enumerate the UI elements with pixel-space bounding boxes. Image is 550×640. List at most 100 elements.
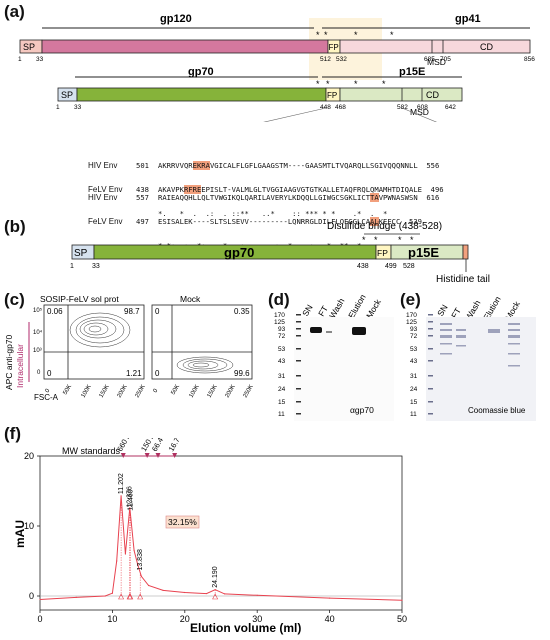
histidine-tail-label: Histidine tail: [436, 274, 490, 285]
d-marker-9: 15: [278, 399, 286, 406]
flow-ylabel-2: Intracellular: [15, 344, 25, 388]
e-marker-7: 31: [410, 373, 418, 380]
flow-p2-xtick-5: 250K: [243, 384, 255, 399]
panel-c-label: (c): [4, 290, 25, 309]
hiv-star-4: *: [390, 30, 394, 40]
flow-p1-xtick-0: 0: [45, 388, 52, 394]
hiv-num-856: 856: [524, 56, 535, 63]
panel-a-label: (a): [4, 2, 25, 21]
mw-standards-label: MW standards: [62, 446, 121, 456]
series-point-10: [140, 575, 142, 577]
hiv-sp-text: SP: [23, 42, 35, 52]
hiv-gp41-domain: [339, 39, 531, 54]
flow-xticks-1: 0 50K 100K 150K 200K 250K: [45, 384, 147, 399]
d-marker-3: 93: [278, 326, 286, 333]
panel-e-gel: SN FT Wash Elution Mock 170 125 93 72 53…: [406, 295, 536, 421]
percent-box: [165, 515, 200, 529]
annotation-marker-0: [118, 593, 125, 600]
annotation-label-3: 13.838: [137, 549, 144, 571]
e-marker-8: 24: [410, 386, 418, 393]
e-marker-1: 170: [406, 312, 417, 319]
flow-plot1-q-bl: 0: [47, 369, 52, 378]
flow-p2-xtick-3: 150K: [207, 384, 219, 399]
panel-a-domains: gp120 gp41 * * * * SP FP CD MSD 1 33 512…: [18, 13, 535, 80]
flow-ytick-3: 10³: [33, 348, 42, 354]
series-point-18: [329, 597, 331, 599]
series-point-12: [162, 589, 164, 591]
panel-c-flow: APC anti-gp70 Intracellular SOSIP-FeLV s…: [4, 294, 255, 402]
e-marker-2: 125: [406, 319, 417, 326]
hiv-star-3: *: [354, 30, 358, 40]
e-lane-ft: FT: [449, 306, 463, 320]
p15e-label-a: p15E: [399, 66, 425, 78]
svg-text:*: *: [354, 79, 358, 89]
felv-sp-text: SP: [61, 90, 73, 100]
hiv-msd-text: MSD: [427, 57, 446, 67]
b-histidine-tail: [462, 244, 469, 260]
felv-fp-text: FP: [327, 91, 337, 100]
series-point-0: [39, 598, 41, 601]
e-caption: Coomassie blue: [468, 406, 526, 415]
xtick-label-0: 0: [37, 614, 42, 624]
flow-p1-xtick-1: 50K: [63, 384, 74, 396]
panel-a-felv-domains: gp70 p15E * * * * SP FP CD MSD 1 33 448 …: [56, 66, 463, 122]
annotation-label-4: 24.190: [212, 566, 219, 588]
d-band-ft: [326, 331, 332, 333]
ytick-label-1: 10: [24, 521, 34, 531]
flow-plot2-contours: [176, 356, 234, 374]
flow-ytick-1: 10⁵: [33, 307, 43, 314]
e-marker-4: 72: [410, 333, 418, 340]
flow-plot1-title: SOSIP-FeLV sol prot: [40, 294, 119, 304]
flow-ylabel: APC anti-gp70: [4, 334, 14, 390]
chart-xlabel: Elution volume (ml): [190, 621, 301, 635]
annotation-label-1: 12.376: [127, 486, 134, 508]
d-band-elution: [352, 327, 366, 335]
xtick-label-1: 10: [107, 614, 117, 624]
e-lane-bands: [440, 323, 520, 367]
b-num-1: 1: [70, 263, 74, 270]
svg-text:*: *: [326, 79, 330, 89]
e-marker-9: 15: [410, 399, 418, 406]
e-marker-10: 11: [410, 411, 417, 418]
felv-p15e-domain: [339, 87, 463, 102]
svg-text:*: *: [362, 235, 366, 245]
felv-msd-text: MSD: [410, 107, 429, 117]
annotation-label-0: 11.202: [118, 473, 125, 494]
series-point-13: [184, 591, 186, 594]
chart-ylabel: mAU: [13, 520, 27, 548]
d-lane-sn: SN: [300, 303, 315, 318]
felv-cd-text: CD: [426, 90, 439, 100]
d-marker-6: 43: [278, 358, 286, 365]
series-line: [39, 495, 403, 601]
standard-label-0: 660 kDa: [115, 438, 137, 453]
d-marker-7: 31: [278, 373, 286, 380]
svg-text:*: *: [398, 235, 402, 245]
panel-f-label: (f): [4, 424, 21, 443]
hiv-num-532: 532: [336, 56, 347, 63]
e-markers: 170 125 93 72 53 43 31 24 15 11: [406, 312, 418, 418]
flow-plot1-frame: [43, 304, 145, 380]
flow-p2-xtick-0: 0: [153, 388, 160, 394]
b-num-438: 438: [357, 263, 369, 270]
felv-num-448: 448: [320, 104, 331, 111]
hiv-num-33: 33: [36, 56, 44, 63]
ytick-label-0: 0: [29, 591, 34, 601]
series-point-4: [116, 560, 118, 562]
disulfide-label: Disulfide bridge (438-528): [327, 221, 442, 232]
d-ladder: [296, 314, 301, 415]
svg-text:*: *: [316, 79, 320, 89]
flow-ytick-4: 0: [37, 370, 41, 376]
flow-ytick-2: 10⁴: [33, 329, 43, 336]
d-marker-8: 24: [278, 386, 286, 393]
flow-p1-xtick-3: 150K: [99, 384, 111, 399]
d-lane-wash: Wash: [327, 296, 347, 320]
hiv-star-1: *: [316, 30, 320, 40]
annotation-marker-3: [137, 593, 144, 600]
d-marker-10: 11: [278, 411, 285, 418]
hiv-num-1: 1: [18, 56, 22, 63]
felv-gp70-domain: [76, 87, 327, 102]
xtick-label-5: 50: [397, 614, 407, 624]
gp120-label: gp120: [160, 13, 192, 25]
percent-box-text: 32.15%: [168, 517, 197, 527]
series-point-2: [104, 595, 106, 597]
